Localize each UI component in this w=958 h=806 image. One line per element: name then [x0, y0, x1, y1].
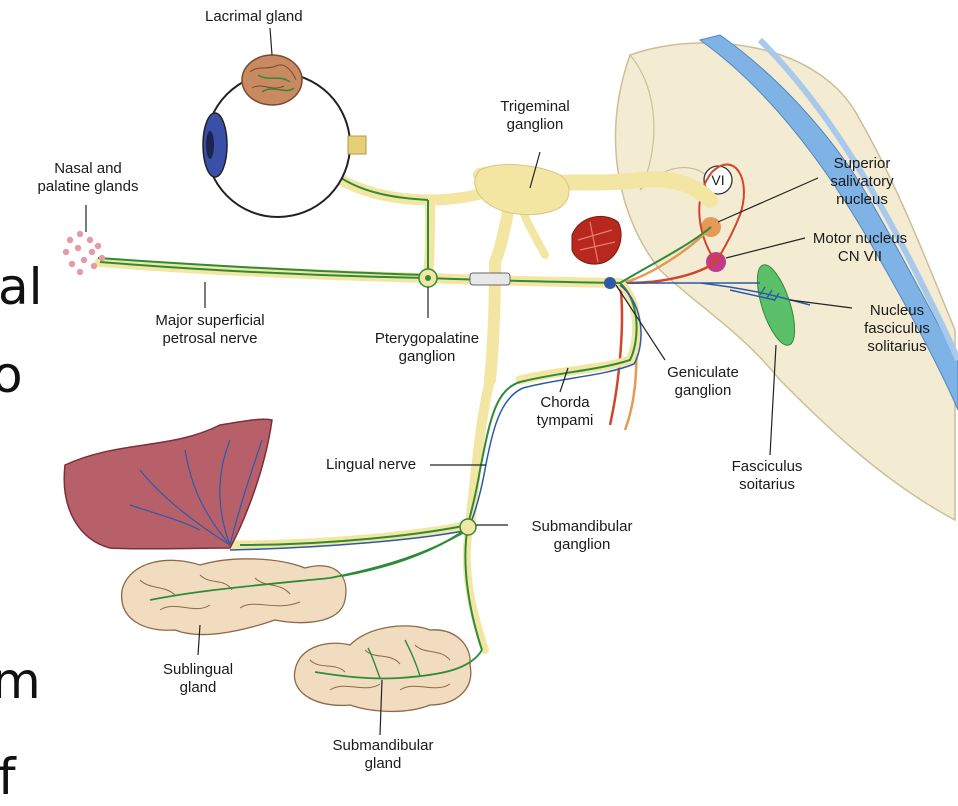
label-chorda-tympani: Chorda tympami: [525, 394, 605, 430]
slide-text-fragment-2: o: [0, 350, 23, 400]
nasal-palatine-glands-dots: [63, 231, 105, 275]
slide-text-fragment-4: f: [0, 752, 16, 802]
submandibular-ganglion-node: [460, 519, 476, 535]
tongue-shape: [64, 419, 272, 549]
label-lacrimal-gland: Lacrimal gland: [205, 8, 303, 26]
slide-text-fragment-1: al: [0, 262, 43, 312]
red-muscle-block: [572, 216, 621, 264]
nerve-clip: [470, 273, 510, 285]
label-sublingual-gland: Sublingual gland: [158, 661, 238, 697]
label-major-superficial-petrosal-nerve: Major superficial petrosal nerve: [140, 312, 280, 348]
label-pterygopalatine-ganglion: Pterygopalatine ganglion: [362, 330, 492, 366]
submandibular-gland-shape: [294, 626, 482, 712]
slide-text-fragment-3: m: [0, 656, 41, 706]
label-submandibular-ganglion: Submandibular ganglion: [512, 518, 652, 554]
label-nasal-palatine-glands: Nasal and palatine glands: [28, 160, 148, 196]
label-motor-nucleus-cn-vii: Motor nucleus CN VII: [810, 230, 910, 266]
trigeminal-ganglion-shape: [475, 165, 569, 215]
label-submandibular-gland: Submandibular gland: [323, 737, 443, 773]
label-trigeminal-ganglion: Trigeminal ganglion: [490, 98, 580, 134]
label-nucleus-fasciculus-solitarius: Nucleus fasciculus solitarius: [852, 302, 942, 356]
label-superior-salivatory-nucleus: Superior salivatory nucleus: [822, 155, 902, 209]
facial-nerve-parasympathetic-diagram: [0, 0, 958, 774]
label-lingual-nerve: Lingual nerve: [326, 456, 416, 474]
label-geniculate-ganglion: Geniculate ganglion: [658, 364, 748, 400]
lacrimal-gland-shape: [242, 55, 302, 105]
label-cn-vi: VI: [706, 171, 730, 189]
geniculate-ganglion-node: [604, 277, 616, 289]
label-fasciculus-solitarius: Fasciculus soitarius: [712, 458, 822, 494]
